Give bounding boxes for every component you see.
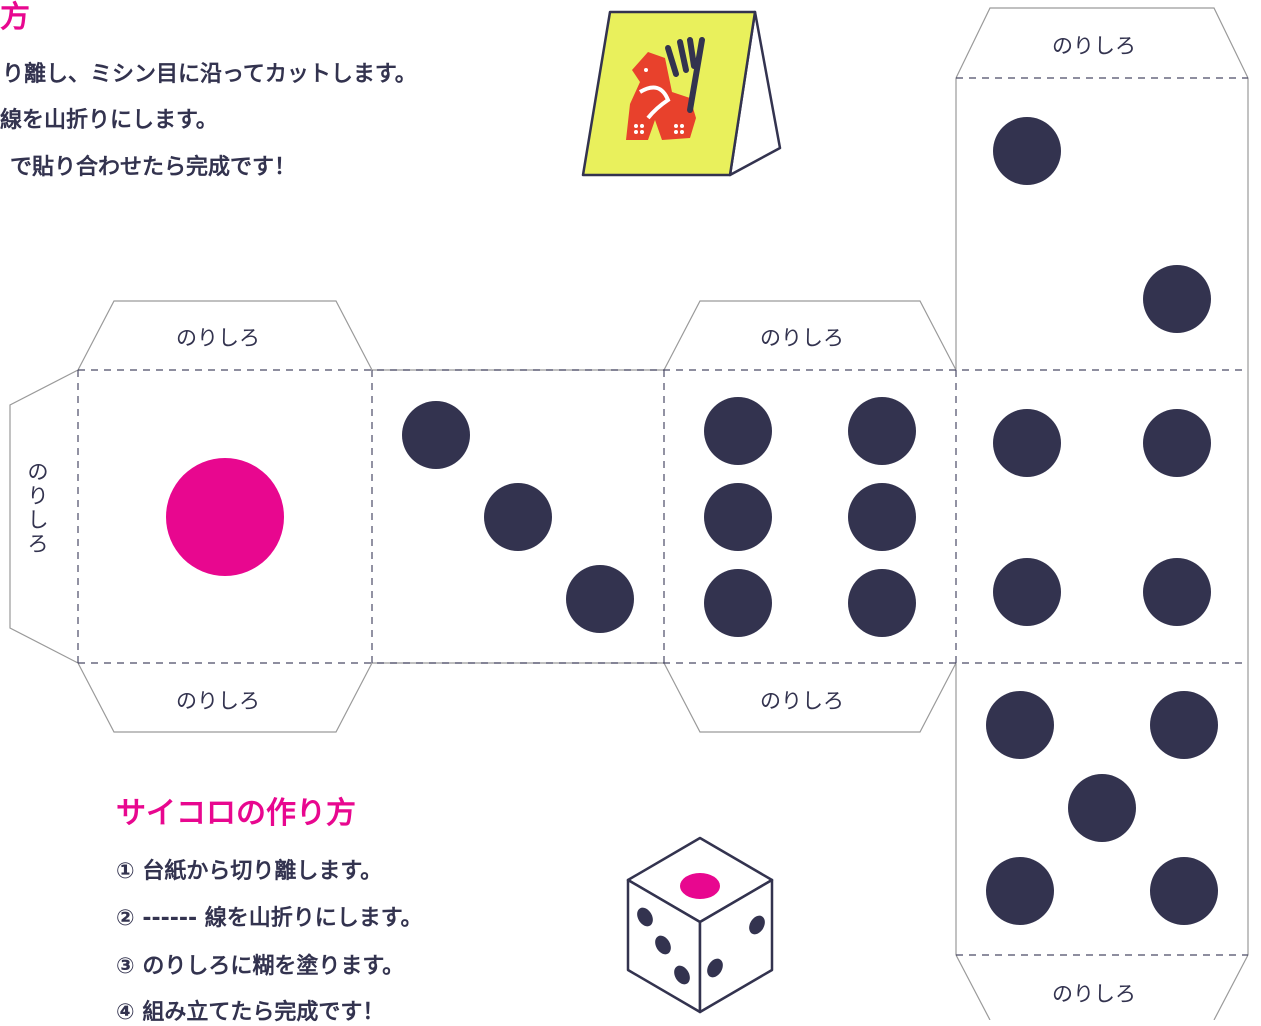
- pip: [1150, 857, 1218, 925]
- pip: [484, 483, 552, 551]
- stand-card-illustration: [581, 10, 782, 177]
- fold-lines: [77, 77, 1248, 956]
- glue-tab-label-bottom-mid: のりしろ: [760, 689, 844, 713]
- pip: [1143, 409, 1211, 477]
- stand-instructions-title: 方: [0, 0, 30, 35]
- dice-step-1: ① 台紙から切り離します。: [116, 853, 382, 885]
- pip: [566, 565, 634, 633]
- step-number: ④: [116, 1000, 135, 1025]
- stand-instruction-line-2: 線を山折りにします。: [0, 108, 218, 133]
- step-number: ③: [116, 954, 135, 979]
- pip: [986, 857, 1054, 925]
- step-text: のりしろに糊を塗ります。: [142, 954, 405, 979]
- glue-tab-label-bottom-left: のりしろ: [176, 689, 260, 713]
- glue-tab-label-left-vertical: の り し ろ: [27, 460, 49, 556]
- face-four: [993, 409, 1211, 626]
- dice-instructions-title: サイコロの作り方: [116, 796, 356, 831]
- pip: [1143, 558, 1211, 626]
- face-six: [704, 397, 916, 637]
- pip: [993, 117, 1061, 185]
- cut-lines: [9, 7, 1249, 1020]
- glue-tab-label-top-right: のりしろ: [1052, 34, 1136, 58]
- stand-instruction-line-3: で貼り合わせたら完成です！: [10, 155, 297, 180]
- step-number: ②: [116, 906, 135, 931]
- pip-one: [166, 458, 284, 576]
- stand-instruction-line-1: り離し、ミシン目に沿ってカットします。: [2, 62, 417, 87]
- glue-tab-label-bottom-right: のりしろ: [1052, 982, 1136, 1006]
- pip: [704, 569, 772, 637]
- die-illustration: [626, 836, 774, 1014]
- step-text: ------ 線を山折りにします。: [142, 906, 423, 931]
- pip: [848, 397, 916, 465]
- dice-step-2: ② ------ 線を山折りにします。: [116, 900, 423, 932]
- pip: [986, 691, 1054, 759]
- pip: [704, 483, 772, 551]
- face-two: [993, 117, 1211, 333]
- step-number: ①: [116, 859, 135, 884]
- dice-step-4: ④ 組み立てたら完成です！: [116, 994, 384, 1026]
- pip: [1068, 774, 1136, 842]
- dice-step-3: ③ のりしろに糊を塗ります。: [116, 948, 404, 980]
- pip: [993, 558, 1061, 626]
- pip: [704, 397, 772, 465]
- step-text: 組み立てたら完成です！: [142, 1000, 385, 1025]
- pip: [993, 409, 1061, 477]
- glue-tab-label-top-left: のりしろ: [176, 326, 260, 350]
- step-text: 台紙から切り離します。: [142, 859, 383, 884]
- glue-tab-label-top-mid: のりしろ: [760, 326, 844, 350]
- pip: [848, 569, 916, 637]
- pip: [402, 401, 470, 469]
- pip: [1150, 691, 1218, 759]
- pip: [1143, 265, 1211, 333]
- pip: [848, 483, 916, 551]
- face-five: [986, 691, 1218, 925]
- face-three: [402, 401, 634, 633]
